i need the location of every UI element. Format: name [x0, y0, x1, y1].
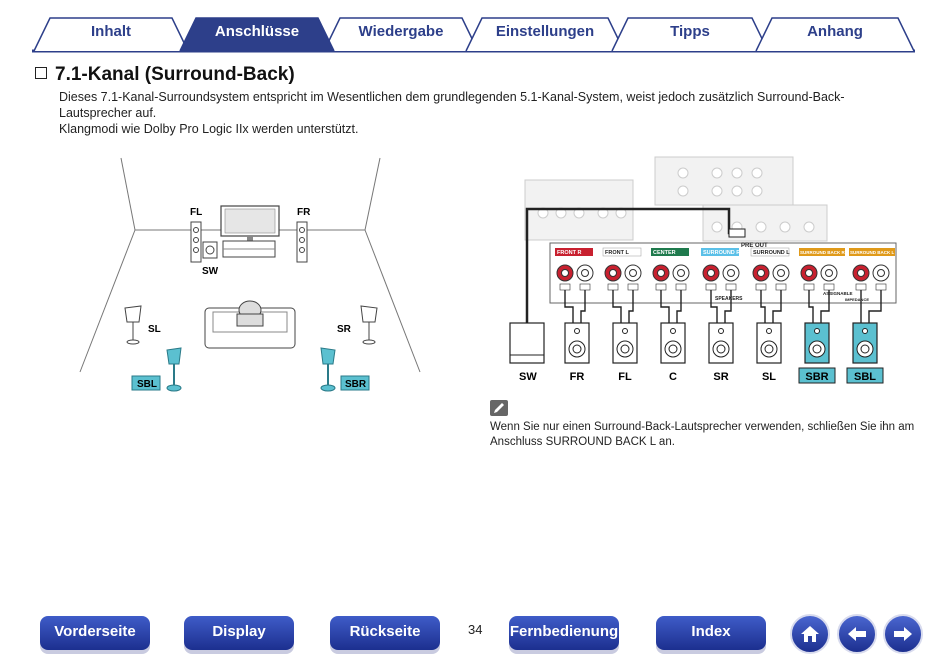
- arrow-left-icon: [848, 627, 866, 641]
- binding-post-icon: [722, 264, 740, 291]
- binding-post-icon: [852, 264, 870, 291]
- home-icon: [801, 626, 819, 642]
- intro-text: Dieses 7.1-Kanal-Surroundsystem entspric…: [59, 89, 889, 137]
- fernbedienung-button[interactable]: Fernbedienung: [509, 616, 619, 650]
- surround-back-right-speaker-icon: [320, 347, 336, 392]
- terminal-surround-r: SURROUND R: [703, 250, 740, 256]
- surround-right-speaker-icon: [360, 305, 378, 345]
- binding-post-icon: [800, 264, 818, 291]
- speaker-cabinet: [564, 322, 590, 364]
- speaker-label-c: C: [669, 371, 677, 383]
- terminal-front-l: FRONT L: [605, 250, 629, 256]
- tab-bar-shapes: [32, 17, 915, 53]
- label-fr: FR: [297, 207, 311, 218]
- intro-line-2: Klangmodi wie Dolby Pro Logic IIx werden…: [59, 122, 359, 136]
- surround-back-left-speaker-icon: [166, 347, 182, 392]
- index-button[interactable]: Index: [656, 616, 766, 650]
- subwoofer-cable: [525, 207, 746, 323]
- speaker-label-sbl: SBL: [854, 371, 876, 383]
- binding-post-icon: [820, 264, 838, 291]
- note-text: Wenn Sie nur einen Surround-Back-Lautspr…: [490, 421, 915, 448]
- intro-line-1: Dieses 7.1-Kanal-Surroundsystem entspric…: [59, 90, 845, 120]
- speaker-cabinet: [846, 322, 884, 384]
- speaker-cabinet: [708, 322, 734, 364]
- surround-left-speaker-icon: [124, 305, 142, 345]
- speaker-cabinet: [798, 322, 836, 384]
- label-sw: SW: [202, 266, 219, 277]
- speakers-label: SPEAKERS: [715, 296, 743, 302]
- section-title: 7.1-Kanal (Surround-Back): [55, 64, 295, 85]
- binding-post-icon: [624, 264, 642, 291]
- binding-post-icon: [872, 264, 890, 291]
- label-sbl: SBL: [137, 379, 157, 390]
- binding-post-icon: [556, 264, 574, 291]
- label-fl: FL: [190, 207, 202, 218]
- tab-tipps[interactable]: Tipps: [670, 23, 710, 40]
- subwoofer-icon: [202, 241, 218, 259]
- speaker-cabinet: [612, 322, 638, 364]
- impedance-label: IMPEDANCE: [845, 297, 869, 302]
- terminal-surround-back-r: SURROUND BACK R: [800, 250, 845, 255]
- tab-wiedergabe[interactable]: Wiedergabe: [358, 23, 444, 40]
- section-heading: 7.1-Kanal (Surround-Back): [35, 64, 295, 86]
- speaker-connection-diagram: PRE OUT FRONT R FRONT L CENTER SURROUND …: [509, 156, 897, 384]
- home-button[interactable]: [790, 614, 830, 654]
- front-left-speaker-icon: [190, 221, 202, 263]
- speaker-label-sr: SR: [713, 371, 728, 383]
- tv-icon: [220, 205, 280, 258]
- binding-post-icon: [576, 264, 594, 291]
- tab-anhang[interactable]: Anhang: [807, 23, 863, 40]
- speaker-label-sw: SW: [519, 371, 537, 383]
- speaker-cabinet: [660, 322, 686, 364]
- sofa-listener-icon: [204, 300, 296, 349]
- back-button[interactable]: [837, 614, 877, 654]
- speaker-label-fr: FR: [570, 371, 585, 383]
- pre-out-label: PRE OUT: [741, 243, 768, 249]
- tab-bar: Inhalt Anschlüsse Wiedergabe Einstellung…: [0, 0, 950, 54]
- binding-post-icon: [672, 264, 690, 291]
- terminal-surround-back-l: SURROUND BACK L: [850, 250, 894, 255]
- speaker-label-sl: SL: [762, 371, 776, 383]
- front-right-speaker-icon: [296, 221, 308, 263]
- speaker-cabinet: [756, 322, 782, 364]
- label-sbr: SBR: [345, 379, 367, 390]
- speaker-label-sbr: SBR: [805, 371, 828, 383]
- terminal-center: CENTER: [653, 250, 676, 256]
- subwoofer-cabinet: [509, 322, 545, 364]
- binding-post-icon: [604, 264, 622, 291]
- page-number: 34: [468, 622, 483, 637]
- checkbox-bullet-icon: [35, 67, 47, 79]
- tab-einstellungen[interactable]: Einstellungen: [495, 23, 595, 40]
- tab-anschluesse[interactable]: Anschlüsse: [214, 23, 300, 40]
- rueckseite-button[interactable]: Rückseite: [330, 616, 440, 650]
- arrow-right-icon: [894, 627, 912, 641]
- vorderseite-button[interactable]: Vorderseite: [40, 616, 150, 650]
- terminal-surround-l: SURROUND L: [753, 250, 790, 256]
- label-sr: SR: [337, 324, 352, 335]
- display-button[interactable]: Display: [184, 616, 294, 650]
- tab-inhalt[interactable]: Inhalt: [91, 23, 131, 40]
- label-sl: SL: [148, 324, 161, 335]
- speaker-label-fl: FL: [618, 371, 632, 383]
- assignable-label: ASSIGNABLE: [823, 291, 853, 296]
- room-layout-diagram: FL FR SW SL SR SBL SBR: [79, 157, 421, 392]
- forward-button[interactable]: [883, 614, 923, 654]
- terminal-front-r: FRONT R: [557, 250, 581, 256]
- pencil-note-icon: [490, 400, 508, 416]
